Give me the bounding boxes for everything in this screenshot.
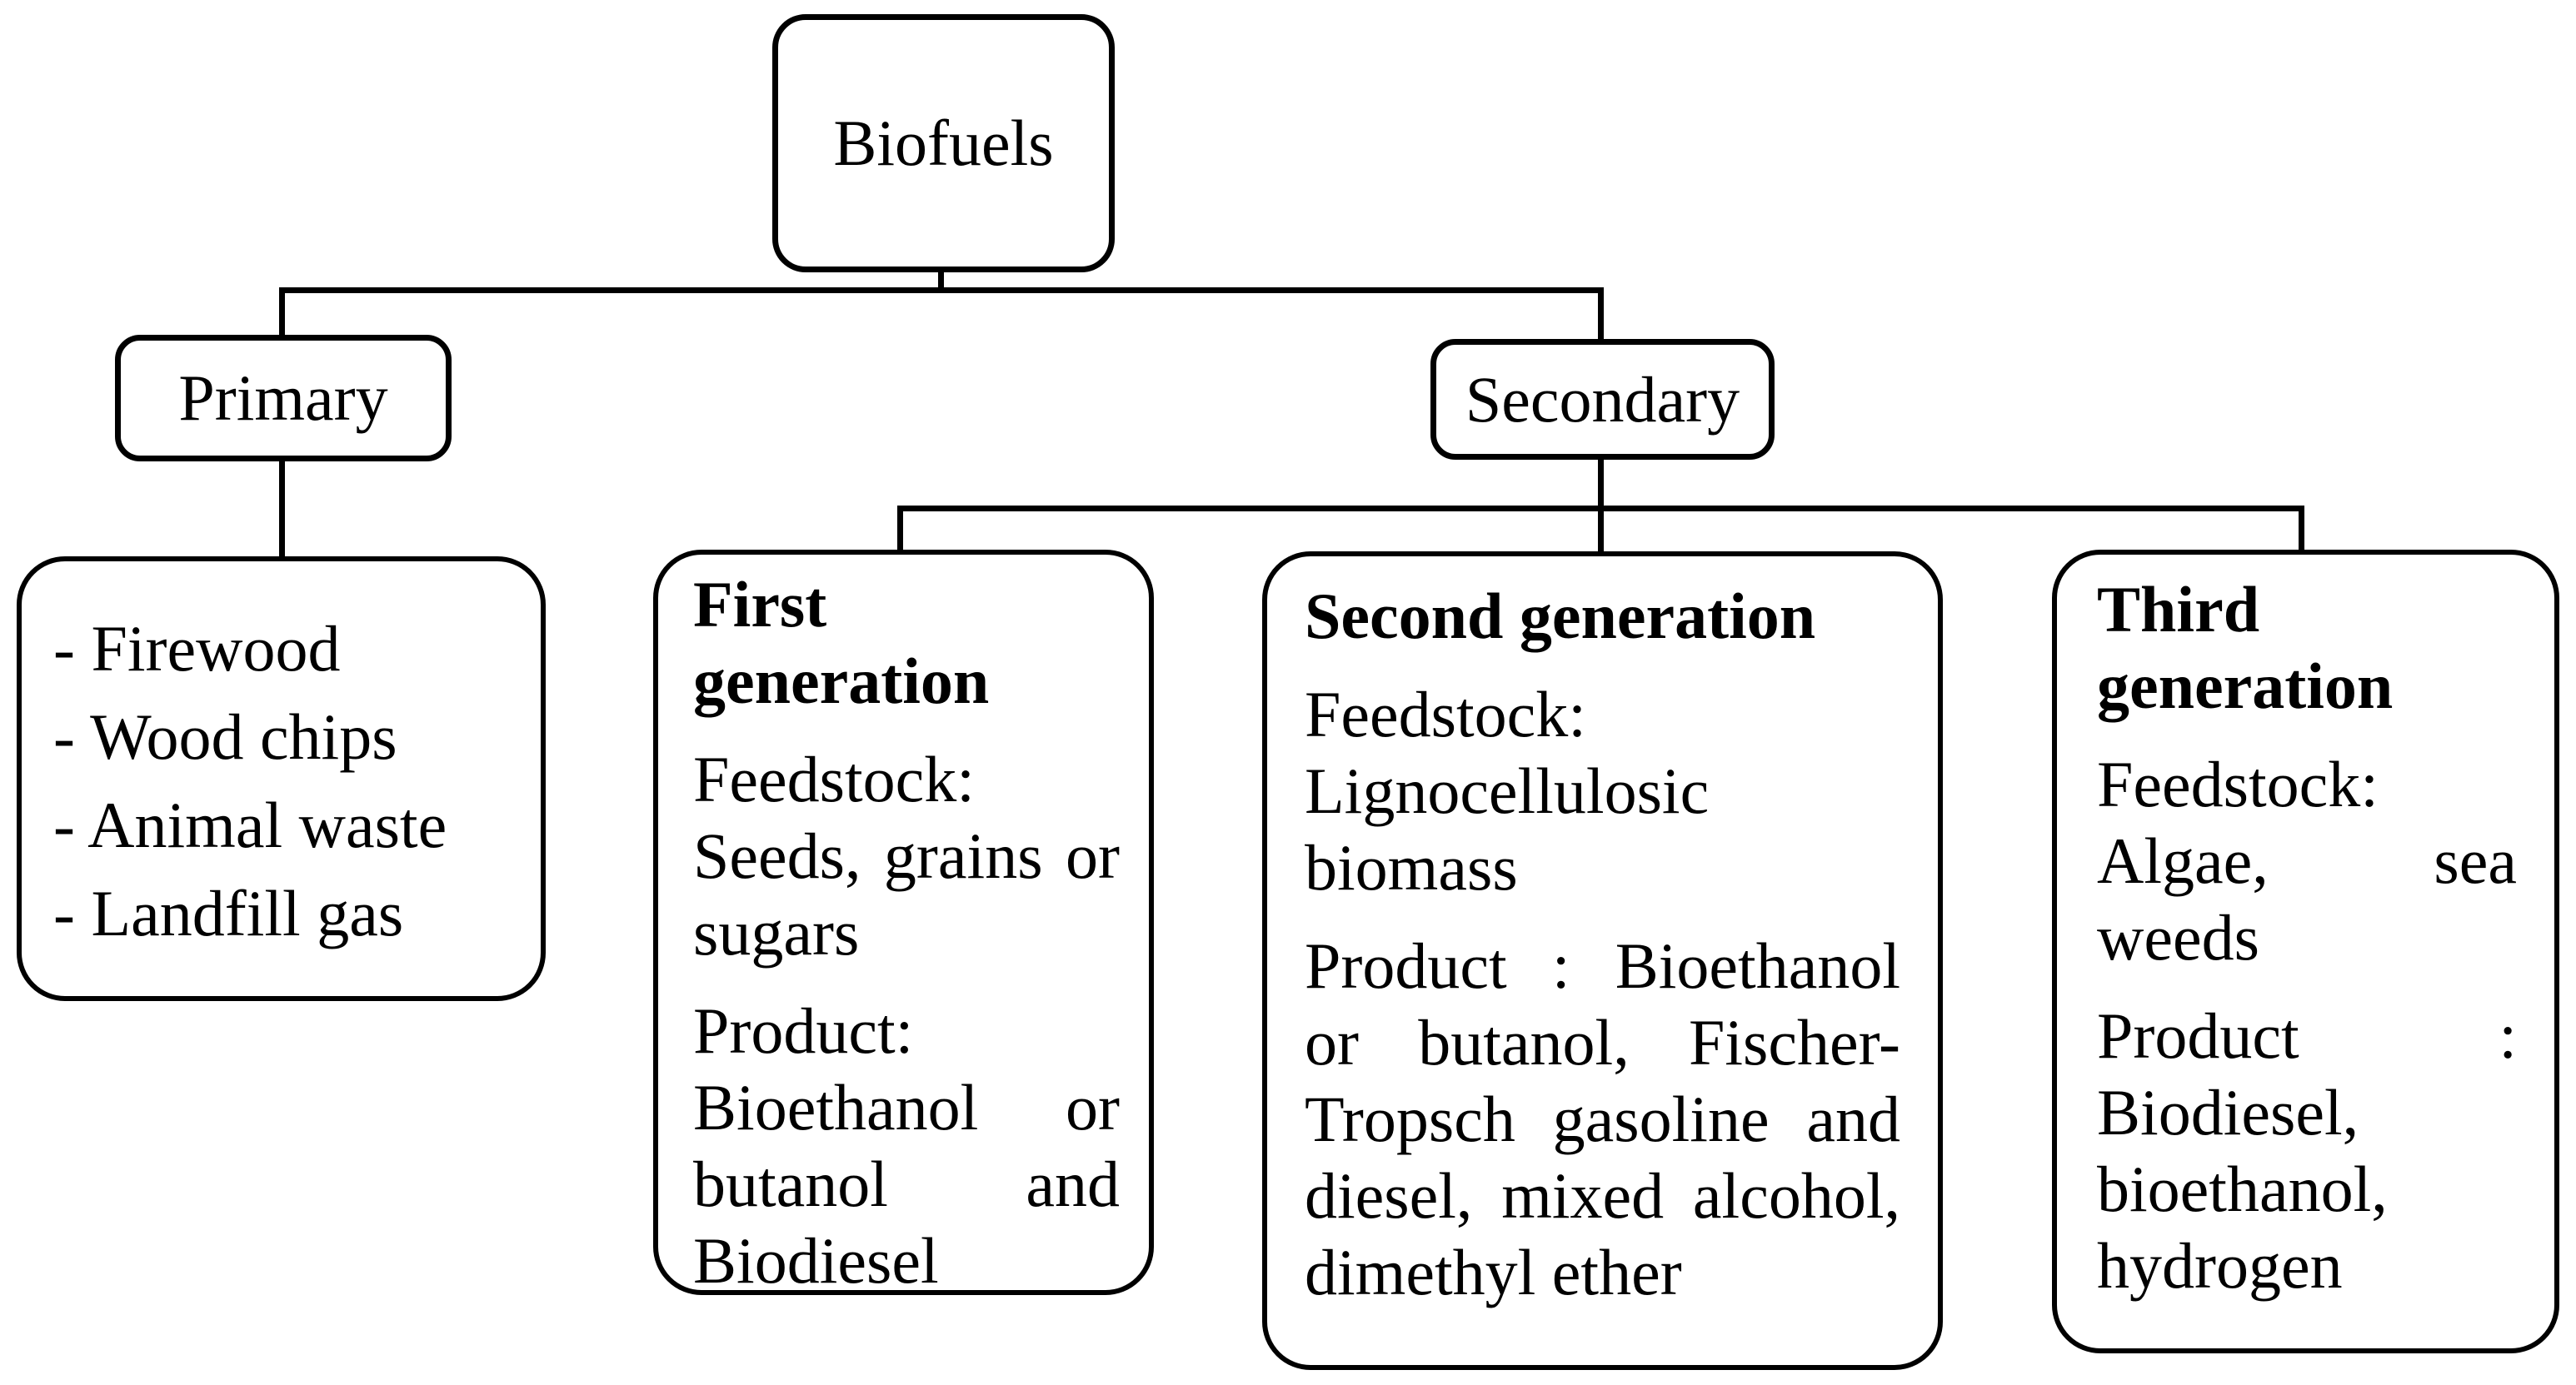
biofuels-label: Biofuels xyxy=(833,107,1054,179)
connector-third-gen-drop xyxy=(2299,506,2304,554)
connector-primary-drop xyxy=(279,287,285,341)
first-generation-feedstock: Feedstock: Seeds, grains or sugars xyxy=(693,743,1120,969)
primary-item-wood-chips: - Wood chips xyxy=(53,700,397,773)
connector-primary-list-drop xyxy=(279,456,285,560)
second-generation-product: Product : Bioethanol or butanol, Fischer… xyxy=(1305,929,1900,1308)
first-generation-node: First generation Feedstock: Seeds, grain… xyxy=(653,550,1154,1297)
third-generation-node: Third generation Feedstock: Algae, sea w… xyxy=(2052,550,2559,1353)
primary-node: Primary xyxy=(115,335,452,461)
secondary-label: Secondary xyxy=(1465,362,1740,436)
second-generation-node: Second generation Feedstock: Lignocellul… xyxy=(1262,551,1943,1370)
primary-item-animal-waste: - Animal waste xyxy=(53,789,447,861)
primary-feedstock-list: - Firewood - Wood chips - Animal waste -… xyxy=(17,556,546,1001)
secondary-node: Secondary xyxy=(1430,339,1775,460)
first-generation-title: First generation xyxy=(693,568,990,717)
first-generation-product: Product: Bioethanol or butanol and Biodi… xyxy=(693,994,1120,1297)
connector-second-gen-drop xyxy=(1598,506,1604,557)
connector-secondary-drop xyxy=(1598,287,1604,346)
connector-first-gen-drop xyxy=(897,506,903,554)
primary-label: Primary xyxy=(178,361,388,434)
biofuels-node: Biofuels xyxy=(772,14,1115,272)
primary-item-firewood: - Firewood xyxy=(53,612,341,685)
second-generation-feedstock: Feedstock: Lignocellulosic biomass xyxy=(1305,678,1710,904)
connector-level1-rail xyxy=(279,287,1604,293)
third-generation-title: Third generation xyxy=(2097,573,2394,722)
second-generation-title: Second generation xyxy=(1305,580,1816,652)
primary-item-landfill-gas: - Landfill gas xyxy=(53,877,404,949)
third-generation-product: Product : Biodiesel, bioethanol, hydroge… xyxy=(2097,999,2517,1302)
third-generation-feedstock: Feedstock: Algae, sea weeds xyxy=(2097,748,2517,974)
connector-secondary-down-drop xyxy=(1598,455,1604,511)
